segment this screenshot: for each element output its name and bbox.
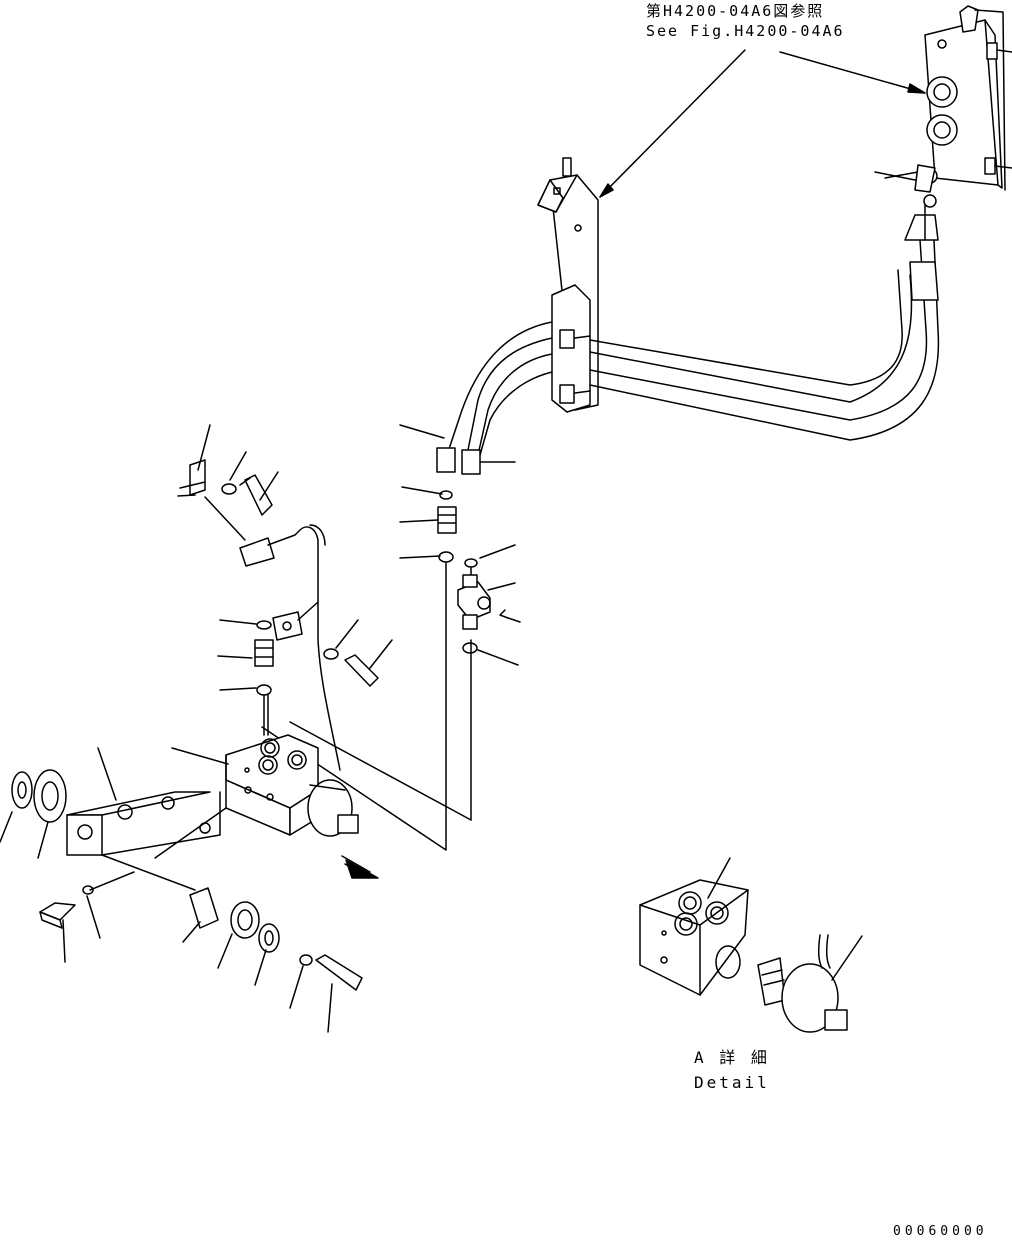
detail-a-view (640, 880, 847, 1032)
reference-label-jp: 第H4200-04A6図参照 (646, 2, 825, 20)
valve-block (226, 735, 378, 878)
left-fittings (255, 621, 273, 735)
hose-assembly (437, 165, 938, 474)
reference-label-en: See Fig.H4200-04A6 (646, 22, 845, 40)
vertical-bracket (538, 158, 598, 412)
reference-leaders (600, 50, 925, 197)
mounting-plate (925, 6, 1012, 190)
l-bracket-hardware (12, 770, 362, 990)
detail-label-en: Detail (694, 1073, 770, 1092)
wiring-connector (178, 460, 378, 770)
detail-label-jp: A 詳 細 (694, 1048, 770, 1067)
part-leaders (0, 172, 915, 1032)
drawing-code: 00060000 (893, 1224, 988, 1239)
